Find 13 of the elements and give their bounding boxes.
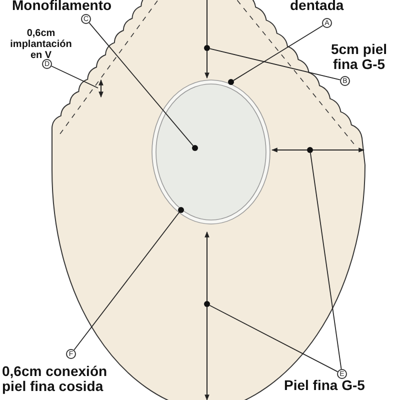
annotation-text: Piel fina G-5 — [284, 378, 366, 393]
leader-line — [209, 304, 338, 372]
leader-line — [233, 25, 324, 81]
annotation-text: dentada — [290, 0, 345, 13]
leader-line — [51, 66, 98, 88]
annotation-text: 0,6cm implantación en V — [9, 28, 73, 61]
leader-line — [310, 152, 342, 370]
annotation-text: 0,6cm conexión piel fina cosida — [2, 364, 108, 394]
leader-line — [74, 212, 180, 350]
leader-line — [209, 48, 341, 80]
annotation-text: Monofilamento — [12, 0, 113, 13]
annotation-text: 5cm piel fina G-5 — [330, 42, 388, 72]
leader-line — [88, 22, 194, 146]
